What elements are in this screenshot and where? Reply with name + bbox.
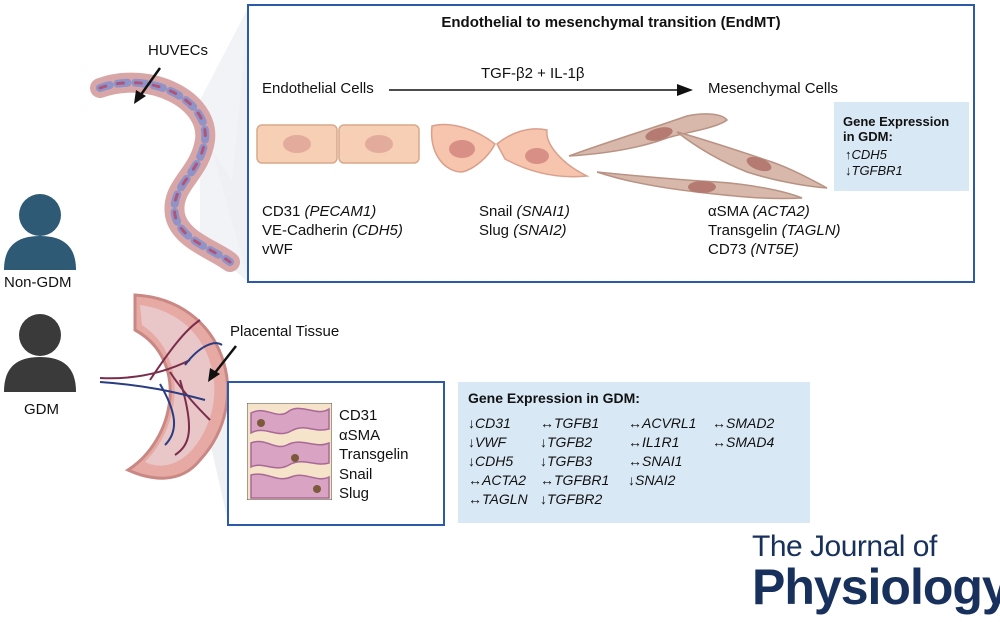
gene-tgfb1: ↔TGFB1 [540, 415, 600, 431]
non-gdm-label: Non-GDM [4, 274, 72, 291]
umbilical-cord-illustration [90, 72, 240, 272]
endmt-title: Endothelial to mesenchymal transition (E… [441, 14, 781, 31]
gene-cdh5: ↓CDH5 [468, 453, 514, 469]
endothelial-marker-vwf: vWF [262, 241, 293, 258]
endothelial-cells-label: Endothelial Cells [262, 80, 374, 97]
huvec-gdm-title-line1: Gene Expression [843, 114, 950, 129]
mesenchymal-cells [568, 113, 828, 200]
placental-tissue-label: Placental Tissue [230, 323, 340, 340]
tissue-marker-snail: Snail [339, 465, 373, 483]
gene-smad4: ↔SMAD4 [712, 434, 775, 450]
endmt-cells-illustration [256, 84, 828, 200]
gdm-label: GDM [24, 401, 59, 418]
gene-smad2: ↔SMAD2 [712, 415, 775, 431]
endothelial-marker-cd31: CD31 (PECAM1) [262, 203, 377, 220]
transition-marker-slug: Slug (SNAI2) [479, 222, 567, 239]
gene-il1r1: ↔IL1R1 [628, 434, 680, 450]
gene-tgfbr1: ↔TGFBR1 [540, 472, 610, 488]
zoom-wedge-cord-fill [200, 6, 249, 283]
gene-acta2: ↔ACTA2 [468, 472, 527, 488]
placenta-pointer-arrow [213, 345, 237, 375]
histology-image [247, 403, 332, 500]
huvecs-pointer-arrow [138, 67, 162, 97]
transition-arrowhead [677, 84, 693, 96]
gene-vwf: ↓VWF [468, 434, 507, 450]
treatment-label: TGF-β2 + IL-1β [481, 65, 585, 82]
gene-acvrl1: ↔ACVRL1 [628, 415, 697, 431]
tissue-marker-transgelin: Transgelin [339, 446, 409, 463]
mesenchymal-marker-transgelin: Transgelin (TAGLN) [708, 222, 841, 239]
transition-marker-list: Snail (SNAI1) Slug (SNAI2) [479, 202, 570, 240]
huvecs-label: HUVECs [148, 42, 209, 59]
huvec-gdm-gene-cdh5: ↑CDH5 [845, 147, 887, 162]
endothelial-marker-ve-cadherin: VE-Cadherin (CDH5) [262, 222, 403, 239]
transitioning-cells [430, 123, 590, 178]
mesenchymal-cells-label: Mesenchymal Cells [708, 80, 839, 97]
huvecs-arrowhead [134, 90, 146, 104]
gene-tgfb2: ↓TGFB2 [540, 434, 593, 450]
huvec-gdm-title-line2: in GDM: [843, 129, 893, 144]
huvec-gdm-gene-tgfbr1: ↓TGFBR1 [845, 163, 903, 178]
placenta-gdm-expression-panel: Gene Expression in GDM: ↓CD31 ↓VWF ↓CDH5… [458, 382, 810, 523]
tissue-marker-list: CD31 αSMA Transgelin Snail Slug [339, 406, 408, 504]
huvec-gdm-expression-panel: Gene Expression in GDM: ↑CDH5 ↓TGFBR1 [834, 102, 969, 191]
gene-snai2: ↓SNAI2 [628, 472, 676, 488]
tissue-marker-cd31: CD31 [339, 407, 378, 424]
endothelial-marker-list: CD31 (PECAM1) VE-Cadherin (CDH5) vWF [262, 202, 403, 259]
gene-cd31: ↓CD31 [468, 415, 511, 431]
endmt-panel [247, 4, 975, 283]
tissue-marker-slug: Slug [339, 485, 370, 502]
gene-snai1: ↔SNAI1 [628, 453, 683, 469]
tissue-marker-asma: αSMA [339, 426, 381, 444]
person-icon-non-gdm [4, 194, 76, 270]
person-icon-gdm [4, 314, 76, 392]
endothelial-cells [256, 124, 420, 164]
transition-marker-snail: Snail (SNAI1) [479, 203, 570, 220]
placenta-gdm-title: Gene Expression in GDM: [468, 390, 640, 406]
placenta-arrowhead [208, 368, 220, 382]
gene-tgfbr2: ↓TGFBR2 [540, 491, 603, 507]
placenta-illustration [99, 293, 230, 480]
journal-logo-line1: The Journal of [752, 530, 937, 563]
journal-logo-line2: Physiology [752, 559, 1000, 615]
gene-tagln: ↔TAGLN [468, 491, 528, 507]
mesenchymal-marker-list: αSMA (ACTA2) Transgelin (TAGLN) CD73 (NT… [708, 202, 841, 259]
gene-tgfb3: ↓TGFB3 [540, 453, 593, 469]
mesenchymal-marker-cd73: CD73 (NT5E) [708, 241, 799, 258]
mesenchymal-marker-asma: αSMA (ACTA2) [708, 203, 810, 220]
